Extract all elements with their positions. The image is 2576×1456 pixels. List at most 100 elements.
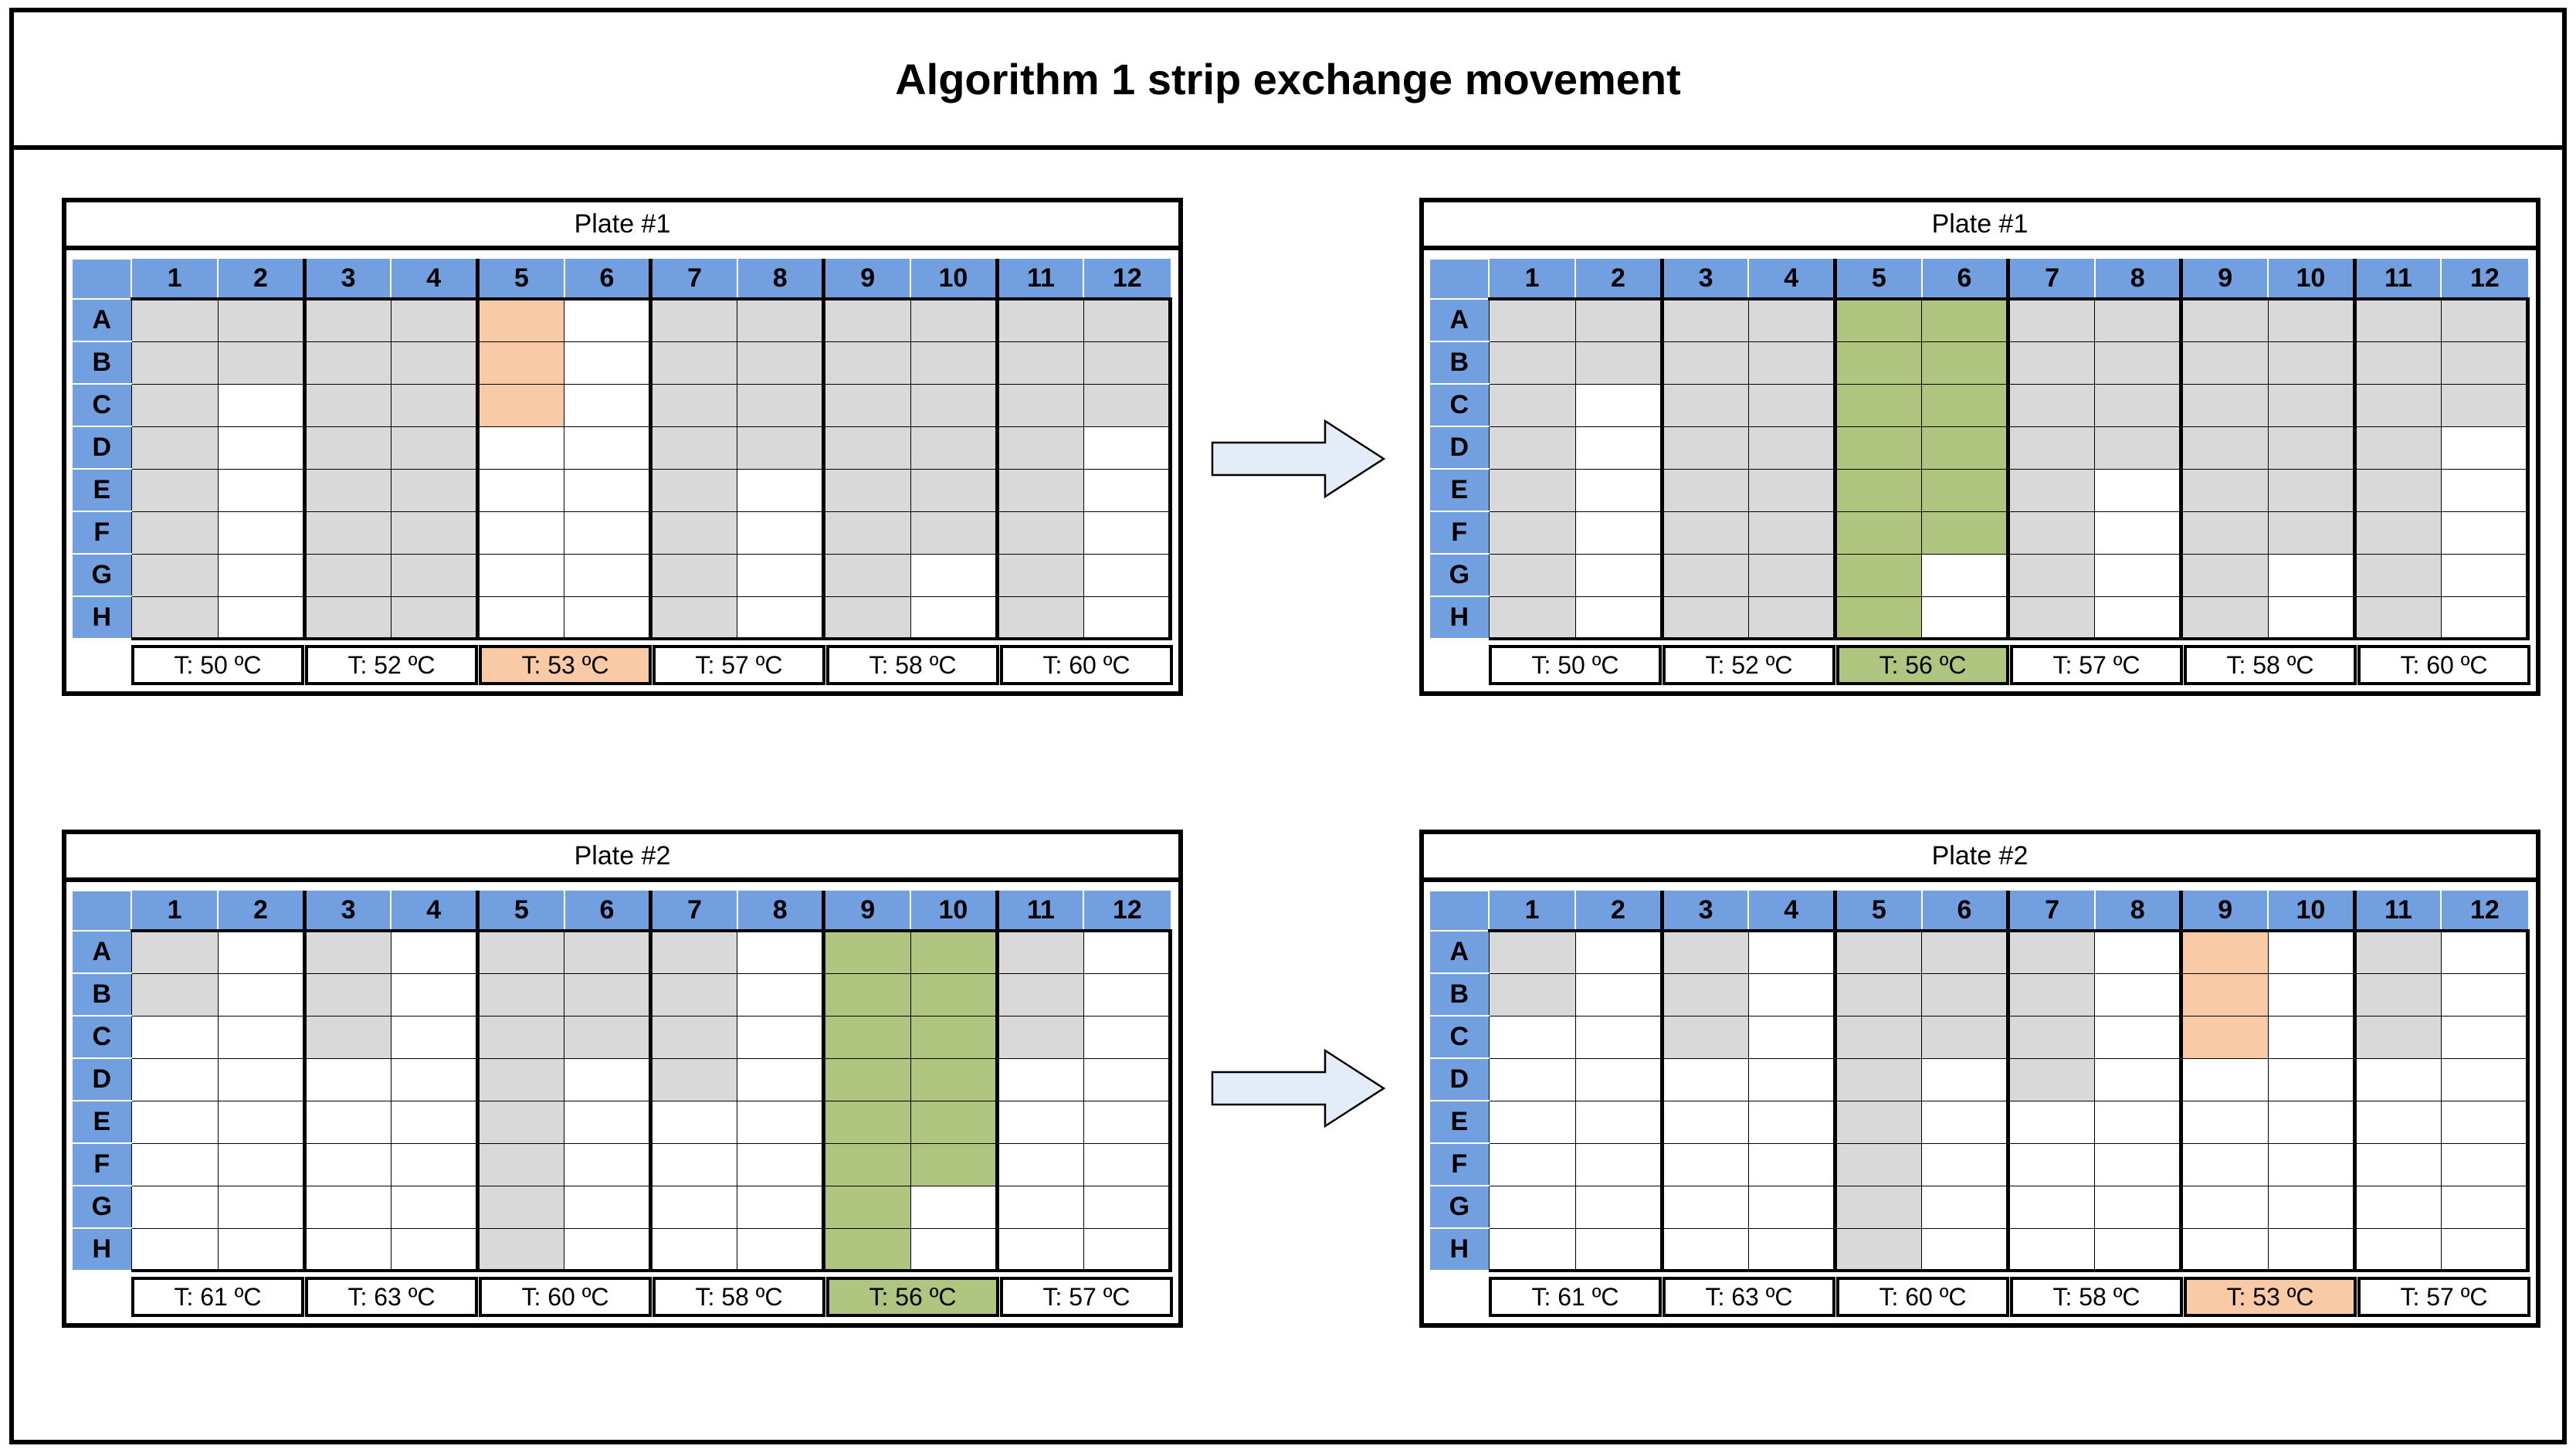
well-C10[interactable] [2267,383,2355,427]
well-E11[interactable] [2352,468,2442,512]
well-H8[interactable] [737,1227,825,1272]
well-E11[interactable] [995,468,1084,512]
well-A4[interactable] [1747,929,1836,974]
column-header-9[interactable]: 9 [822,259,912,299]
well-H10[interactable] [2267,596,2355,640]
well-B11[interactable] [995,341,1084,385]
well-G4[interactable] [1747,1185,1836,1229]
column-header-2[interactable]: 2 [218,259,306,299]
well-H11[interactable] [995,1227,1084,1272]
well-E1[interactable] [1488,1100,1576,1144]
well-H4[interactable] [390,1227,479,1272]
well-C4[interactable] [1747,383,1836,427]
column-header-5[interactable]: 5 [476,891,565,931]
well-H6[interactable] [564,596,652,640]
well-C9[interactable] [2179,1015,2269,1059]
well-B6[interactable] [1921,972,2009,1016]
well-B9[interactable] [2179,972,2269,1016]
well-A1[interactable] [130,297,219,342]
row-header-B[interactable]: B [1430,972,1490,1016]
well-D2[interactable] [217,426,305,470]
well-F10[interactable] [2267,511,2355,555]
well-D7[interactable] [2006,426,2096,470]
well-E9[interactable] [822,1100,911,1144]
well-E7[interactable] [2006,1100,2096,1144]
well-H1[interactable] [1488,596,1576,640]
column-header-3[interactable]: 3 [302,891,392,931]
well-D11[interactable] [995,1057,1084,1101]
column-header-7[interactable]: 7 [2006,259,2096,299]
row-header-A[interactable]: A [1430,930,1490,974]
well-B4[interactable] [1747,341,1836,385]
well-A6[interactable] [564,929,652,974]
well-A8[interactable] [2094,929,2182,974]
well-B3[interactable] [302,341,391,385]
well-E6[interactable] [1921,468,2009,512]
well-E1[interactable] [130,468,219,512]
well-A4[interactable] [1747,297,1836,342]
column-header-4[interactable]: 4 [1748,891,1836,931]
well-G6[interactable] [1921,553,2009,597]
well-F9[interactable] [2179,511,2269,555]
well-B1[interactable] [130,341,219,385]
temperature-label-strip-2[interactable]: T: 52 ºC [305,645,478,685]
well-G12[interactable] [1083,553,1173,597]
well-D10[interactable] [2267,1057,2355,1101]
well-A1[interactable] [1488,297,1576,342]
well-G1[interactable] [130,553,219,597]
well-F11[interactable] [2352,1142,2442,1186]
well-B12[interactable] [2440,341,2530,385]
well-G11[interactable] [995,553,1084,597]
well-G10[interactable] [910,1185,998,1229]
well-C4[interactable] [390,1015,479,1059]
well-C6[interactable] [1921,1015,2009,1059]
well-F12[interactable] [2440,511,2530,555]
well-D4[interactable] [390,1057,479,1101]
column-header-8[interactable]: 8 [2094,891,2182,931]
well-C6[interactable] [564,383,652,427]
column-header-12[interactable]: 12 [1083,891,1171,931]
well-D4[interactable] [1747,426,1836,470]
well-G9[interactable] [2179,553,2269,597]
well-E8[interactable] [2094,468,2182,512]
well-E10[interactable] [910,1100,998,1144]
well-E7[interactable] [2006,468,2096,512]
well-B2[interactable] [1574,341,1663,385]
well-A11[interactable] [2352,297,2442,342]
temperature-label-strip-1[interactable]: T: 50 ºC [1489,645,1662,685]
well-C5[interactable] [1833,383,1923,427]
row-header-H[interactable]: H [1430,1227,1490,1271]
well-A9[interactable] [2179,929,2269,974]
well-F11[interactable] [2352,511,2442,555]
well-C5[interactable] [1833,1015,1923,1059]
well-C7[interactable] [649,1015,738,1059]
well-H7[interactable] [2006,596,2096,640]
well-B5[interactable] [476,341,565,385]
well-H12[interactable] [2440,596,2530,640]
well-F7[interactable] [2006,1142,2096,1186]
well-H10[interactable] [2267,1227,2355,1272]
well-A10[interactable] [910,929,998,974]
well-E12[interactable] [2440,1100,2530,1144]
well-E2[interactable] [1574,468,1663,512]
well-A8[interactable] [737,297,825,342]
well-F1[interactable] [1488,1142,1576,1186]
well-D12[interactable] [1083,1057,1173,1101]
well-F12[interactable] [2440,1142,2530,1186]
column-header-7[interactable]: 7 [649,891,738,931]
well-E6[interactable] [1921,1100,2009,1144]
well-G8[interactable] [2094,553,2182,597]
row-header-D[interactable]: D [1430,1057,1490,1101]
well-F1[interactable] [130,1142,219,1186]
well-E5[interactable] [476,1100,565,1144]
temperature-label-strip-6[interactable]: T: 60 ºC [2357,645,2530,685]
well-A12[interactable] [2440,929,2530,974]
well-D9[interactable] [822,426,911,470]
well-E10[interactable] [2267,1100,2355,1144]
well-H2[interactable] [1574,1227,1663,1272]
well-H5[interactable] [1833,596,1923,640]
column-header-11[interactable]: 11 [2352,891,2442,931]
well-D2[interactable] [1574,426,1663,470]
well-H10[interactable] [910,1227,998,1272]
well-D3[interactable] [302,426,391,470]
